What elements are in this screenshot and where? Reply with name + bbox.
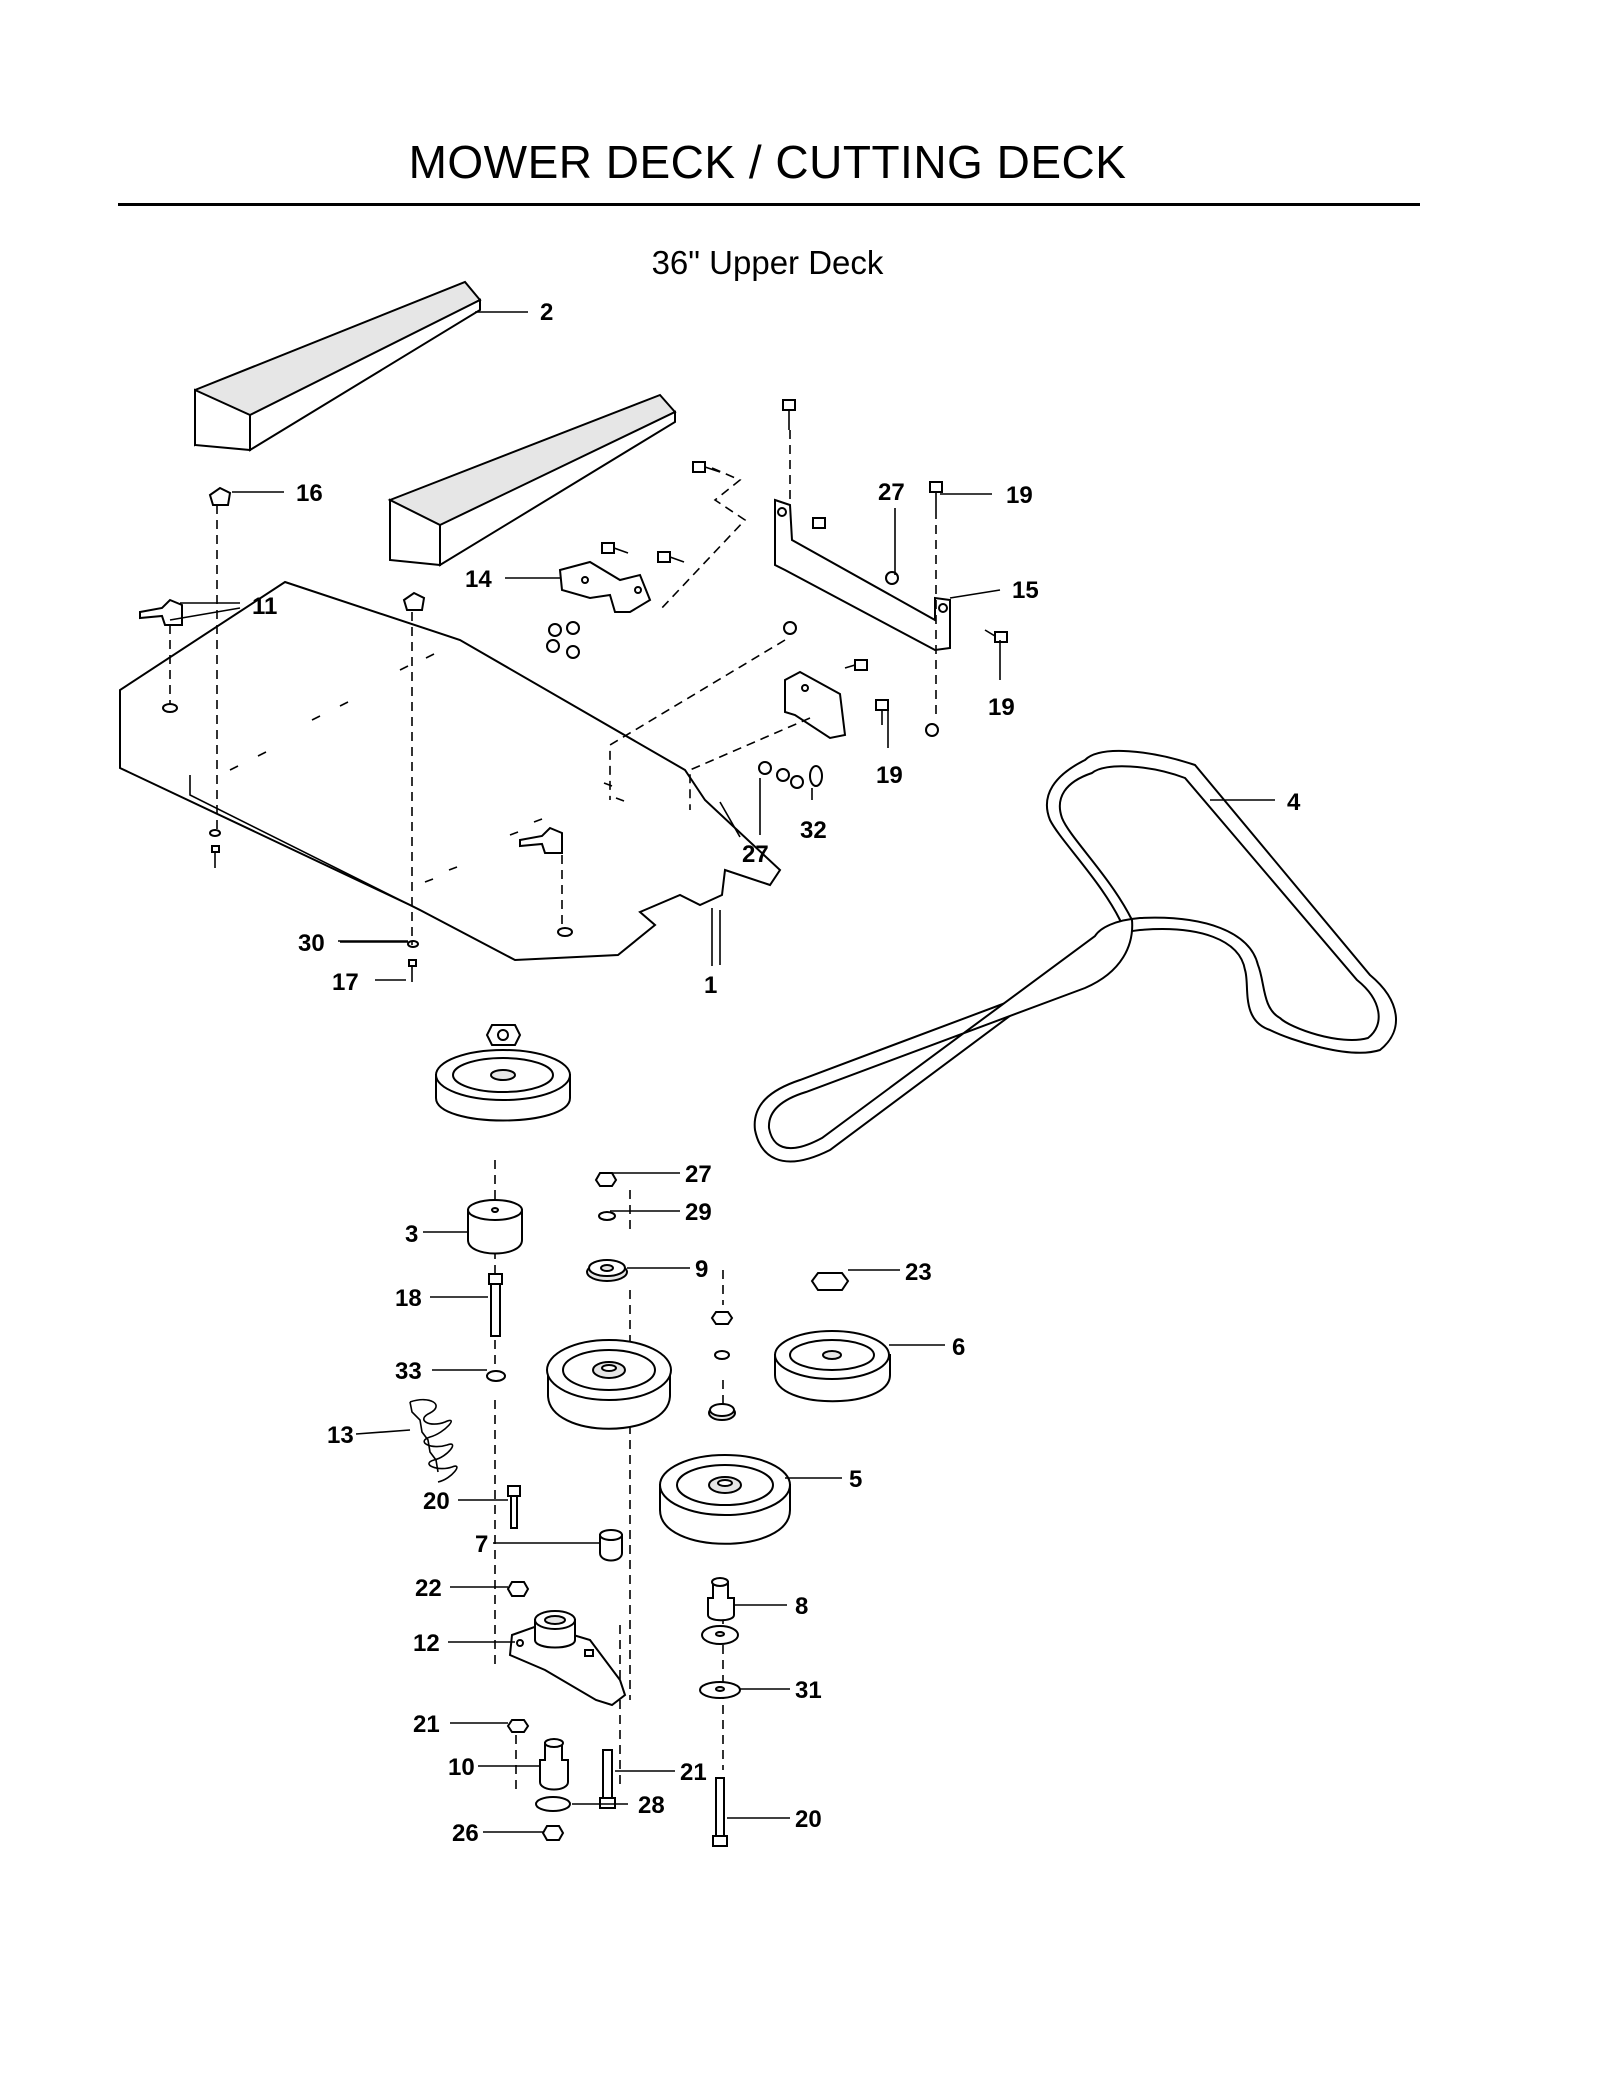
washer-33 [486, 1370, 506, 1382]
callout-27-lower: 27 [685, 1161, 712, 1188]
nut-23 [506, 1719, 530, 1733]
bracket-14 [558, 560, 652, 613]
callout-30: 30 [298, 930, 325, 957]
callout-13: 13 [327, 1422, 354, 1449]
idler-pulley-5 [659, 1311, 791, 1545]
spacer-3 [467, 1199, 523, 1255]
spring-13 [409, 1398, 458, 1483]
callout-19-top: 19 [1006, 482, 1033, 509]
callout-33: 33 [395, 1358, 422, 1385]
page-title: MOWER DECK / CUTTING DECK [408, 136, 1127, 188]
bolt-20 [712, 1777, 728, 1847]
washer-28 [535, 1796, 571, 1812]
callout-labels: 2 16 11 14 27 19 15 19 19 4 32 27 1 30 1… [252, 299, 1301, 1847]
bracket-lower [784, 670, 847, 740]
nut-26 [541, 1825, 565, 1841]
callout-32: 32 [800, 817, 827, 844]
callout-31: 31 [795, 1677, 822, 1704]
idler-pulley-9 [586, 1172, 628, 1282]
callout-5: 5 [849, 1466, 862, 1493]
deck-fasteners [209, 829, 419, 982]
pulley-6 [774, 1272, 891, 1403]
spacer-8 [707, 1577, 735, 1622]
idler-arm-12 [508, 1610, 627, 1707]
callout-28: 28 [638, 1792, 665, 1819]
idler-pulley-large [546, 1339, 672, 1430]
belt-cover-left [194, 280, 482, 452]
leader-lines [169, 311, 1275, 1833]
callout-15: 15 [1012, 577, 1039, 604]
deck-plate [119, 580, 782, 962]
callout-29: 29 [685, 1199, 712, 1226]
callout-19-mid: 19 [876, 762, 903, 789]
callout-22: 20 [423, 1488, 450, 1515]
bushing-10 [539, 1738, 569, 1791]
callout-27-upper: 27 [878, 479, 905, 506]
callout-10: 10 [448, 1754, 475, 1781]
spacer-7 [599, 1529, 623, 1562]
callout-7: 7 [475, 1531, 488, 1558]
nut-24 [506, 1581, 530, 1597]
callout-1: 1 [704, 972, 717, 999]
bolt-22 [507, 1485, 521, 1529]
callout-17: 17 [332, 969, 359, 996]
callout-25: 23 [905, 1259, 932, 1286]
callout-6: 6 [952, 1334, 965, 1361]
callout-4: 4 [1287, 789, 1301, 816]
bolt-18 [488, 1273, 503, 1337]
callout-21: 21 [680, 1759, 707, 1786]
callout-9: 9 [695, 1256, 708, 1283]
v-belt [753, 750, 1397, 1163]
callout-3: 3 [405, 1221, 418, 1248]
callout-19-right: 19 [988, 694, 1015, 721]
callout-27-mid: 27 [742, 841, 769, 868]
callout-23: 21 [413, 1711, 440, 1738]
callout-26: 26 [452, 1820, 479, 1847]
callout-11: 11 [252, 593, 277, 620]
hardware-bolts [546, 399, 1008, 789]
title-divider [118, 203, 1420, 206]
belt-cover-right [387, 393, 677, 567]
callout-12: 12 [413, 1630, 440, 1657]
pulley-upper [435, 1024, 571, 1122]
mounting-clips [139, 486, 563, 854]
callout-14: 14 [465, 566, 492, 593]
bracket-15 [774, 498, 951, 652]
callout-8: 8 [795, 1593, 808, 1620]
callout-18: 18 [395, 1285, 422, 1312]
callout-20: 20 [795, 1806, 822, 1833]
bolt-21 [599, 1749, 616, 1809]
diagram-subtitle: 36" Upper Deck [651, 244, 884, 281]
callout-24: 22 [415, 1575, 442, 1602]
callout-2: 2 [540, 299, 553, 326]
callout-16: 16 [296, 480, 323, 507]
